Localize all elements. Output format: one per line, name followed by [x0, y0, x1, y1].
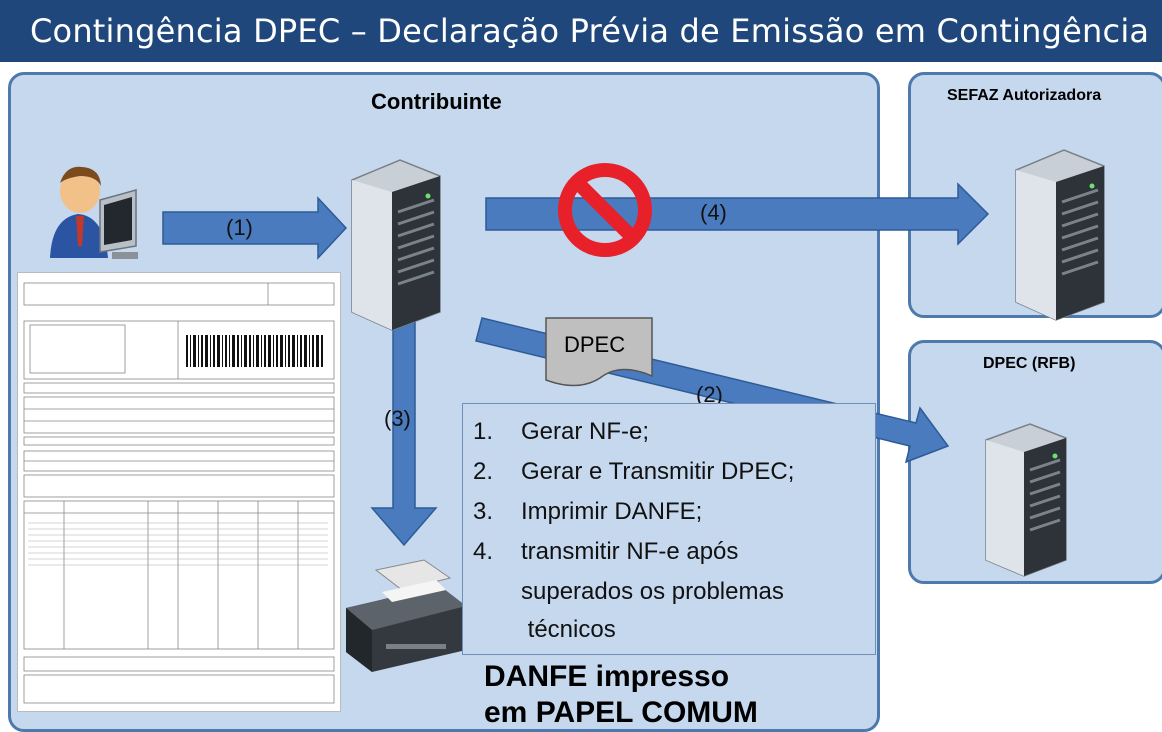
arrow-4-label: (4) [700, 200, 727, 225]
sefaz-title: SEFAZ Autorizadora [947, 87, 1102, 104]
arrow-1 [162, 196, 348, 260]
caption-line-1: DANFE impresso [484, 660, 730, 693]
steps-box: 1.Gerar NF-e; 2.Gerar e Transmitir DPEC;… [462, 403, 876, 655]
title-bar: Contingência DPEC – Declaração Prévia de… [0, 0, 1162, 62]
contribuinte-title: Contribuinte [371, 89, 502, 114]
caption-line-2: em PAPEL COMUM [484, 696, 758, 729]
danfe-document-image [17, 272, 341, 712]
printer-icon [346, 559, 466, 672]
server-icon [351, 159, 441, 331]
arrow-1-label: (1) [226, 215, 253, 240]
page-title: Contingência DPEC – Declaração Prévia de… [30, 12, 1150, 50]
dpec-document-label: DPEC [564, 332, 626, 357]
arrow-2-label: (2) [696, 382, 723, 407]
server-icon [985, 423, 1067, 577]
dpec-rfb-title: DPEC (RFB) [983, 355, 1076, 372]
server-icon [1015, 149, 1105, 321]
arrow-3-label: (3) [384, 406, 411, 431]
arrow-3 [370, 307, 438, 547]
prohibited-icon [558, 163, 652, 257]
user-at-computer-icon [50, 166, 138, 259]
document-icon [545, 317, 653, 387]
